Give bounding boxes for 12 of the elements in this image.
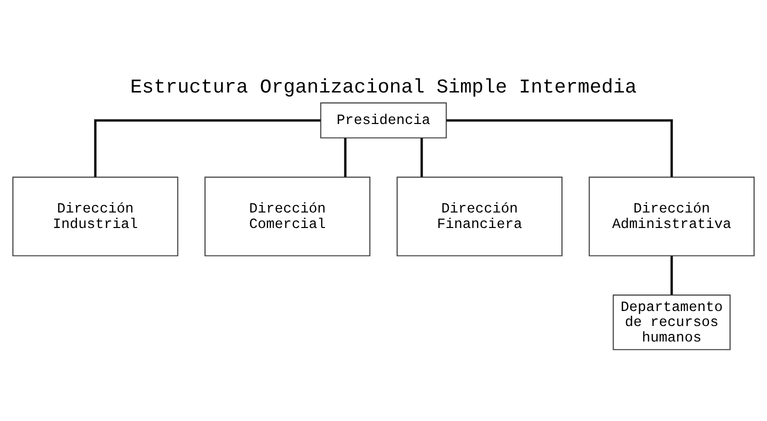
connector: [94, 118, 321, 177]
connector: [344, 138, 346, 177]
diagram-title: Estructura Organizacional Simple Intermedia: [130, 76, 637, 98]
node-box: Presidencia: [320, 102, 447, 138]
node-box: Dirección Comercial: [204, 176, 370, 256]
node-box: Dirección Industrial: [12, 176, 178, 256]
node-box: Departamento de recursos humanos: [612, 294, 731, 350]
node-box: Dirección Administrativa: [588, 176, 755, 256]
node-box: Dirección Financiera: [396, 176, 563, 256]
connector: [670, 255, 673, 294]
connector: [420, 138, 423, 177]
connector: [446, 118, 673, 177]
